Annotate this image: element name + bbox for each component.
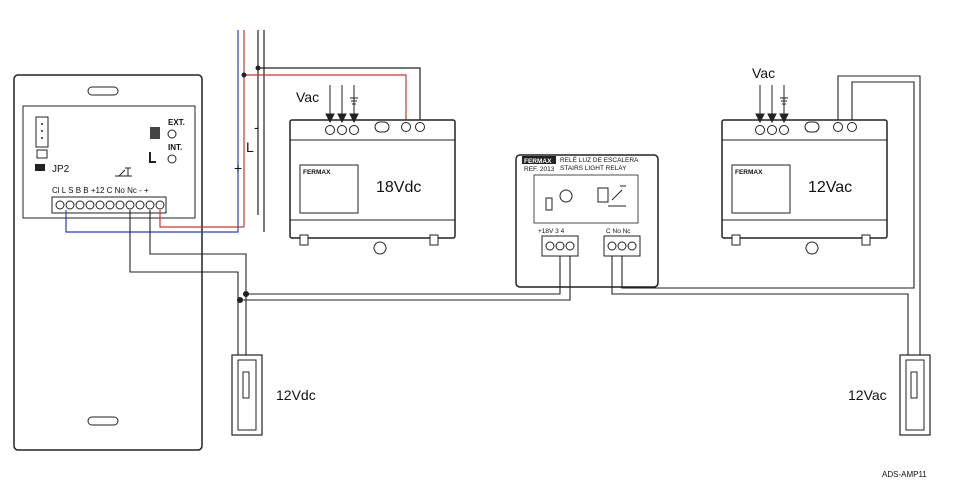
- jumper-icon: [35, 164, 45, 171]
- psu-left-output: 18Vdc: [376, 179, 421, 196]
- relay-title-en: STAIRS LIGHT RELAY: [560, 165, 627, 172]
- relay-brand: FERMAX: [524, 158, 552, 165]
- relay-right-terminals: C No Nc: [606, 228, 631, 235]
- monitor: JP2 EXT. INT. Cl L S B B +12 C No Nc - +: [13, 74, 203, 451]
- ext-connector-icon: [150, 127, 160, 139]
- lock-wires: [129, 75, 921, 355]
- relay-title-es: RELÉ LUZ DE ESCALERA: [560, 155, 639, 164]
- int-label: INT.: [168, 143, 182, 152]
- relay-contact-icon: [115, 167, 132, 177]
- stairs-light-relay: FERMAX RELÉ LUZ DE ESCALERA STAIRS LIGHT…: [515, 154, 659, 288]
- int-pot-icon: [167, 154, 177, 164]
- bus-minus-label: -: [254, 119, 259, 135]
- bus-plus-label: +: [234, 160, 242, 176]
- jumper-label: JP2: [52, 164, 70, 175]
- psu-right-output: 12Vac: [808, 179, 852, 196]
- psu-right-input-label: Vac: [752, 65, 775, 81]
- ext-label: EXT.: [168, 118, 185, 127]
- diagram-reference: ADS-AMP11: [882, 470, 927, 479]
- bus-L-label: L: [246, 139, 254, 155]
- lock-right: [899, 354, 931, 436]
- power-supply-left: FERMAX 18Vdc: [289, 119, 456, 255]
- lock-left-label: 12Vdc: [276, 387, 316, 403]
- psu-left-input-arrows: [325, 85, 359, 124]
- psu-left-input-label: Vac: [296, 89, 319, 105]
- monitor-terminal-screws: [55, 200, 165, 210]
- lock-right-label: 12Vac: [848, 387, 887, 403]
- ext-pot-icon: [167, 129, 177, 139]
- relay-ref: REF. 2013: [524, 166, 555, 173]
- bus-wires: [65, 30, 421, 233]
- monitor-terminal-labels: Cl L S B B +12 C No Nc - +: [52, 186, 149, 195]
- switch-symbol: [149, 152, 156, 163]
- relay-left-terminals: +18V 3 4: [538, 228, 565, 235]
- psu-right-brand: FERMAX: [735, 169, 763, 176]
- lock-left: [231, 354, 263, 436]
- psu-left-brand: FERMAX: [303, 169, 331, 176]
- power-supply-right: FERMAX 12Vac: [721, 119, 888, 255]
- psu-right-input-arrows: [755, 85, 789, 124]
